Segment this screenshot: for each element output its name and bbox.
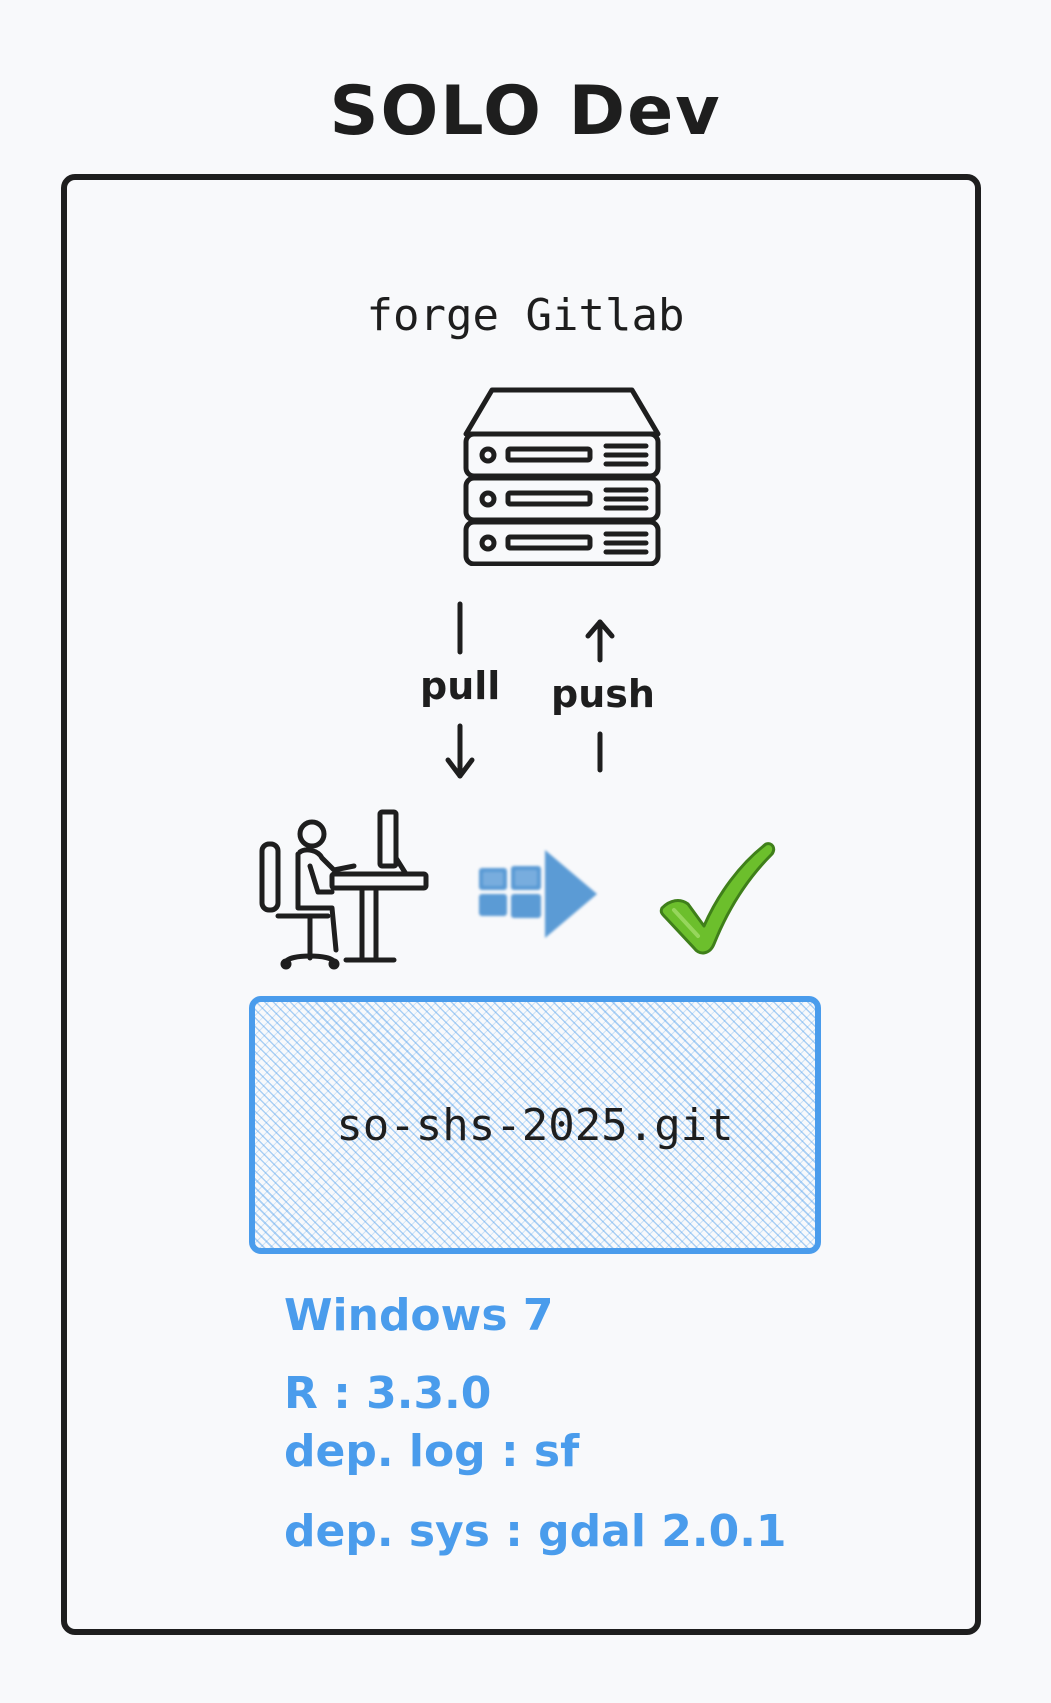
repo-box — [249, 996, 821, 1254]
server-rack-icon — [463, 387, 661, 566]
solo-dev-frame — [61, 174, 981, 1635]
forge-label: forge Gitlab — [366, 290, 685, 341]
dep-log-info: dep. log : sf — [284, 1426, 580, 1477]
developer-at-desk-icon — [259, 809, 429, 970]
pull-arrow — [445, 601, 475, 779]
check-mark-icon — [659, 842, 776, 955]
dep-sys-info: dep. sys : gdal 2.0.1 — [284, 1506, 787, 1557]
diagram-title: SOLO Dev — [329, 72, 722, 151]
os-info: Windows 7 — [284, 1290, 554, 1341]
windows-logo-icon — [479, 850, 597, 938]
r-version-info: R : 3.3.0 — [284, 1368, 492, 1419]
push-label: push — [551, 672, 655, 716]
repo-label: so-shs-2025.git — [336, 1100, 734, 1151]
pull-label: pull — [420, 664, 501, 708]
push-arrow — [585, 619, 615, 773]
